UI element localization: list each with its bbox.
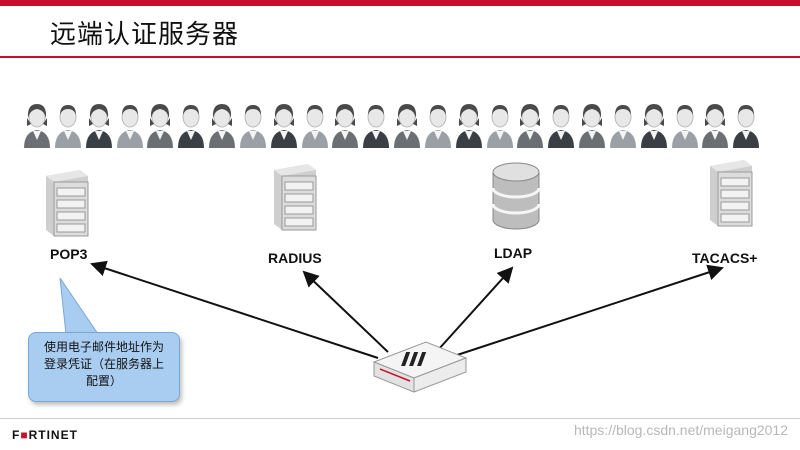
watermark-text: https://blog.csdn.net/meigang2012 bbox=[573, 422, 788, 438]
user-avatar-icon bbox=[117, 105, 143, 148]
user-avatar-icon bbox=[178, 105, 204, 148]
server-label-radius: RADIUS bbox=[268, 250, 322, 266]
title-divider bbox=[0, 56, 800, 58]
callout-text: 使用电子邮件地址作为 登录凭证（在服务器上 配置） bbox=[35, 339, 173, 390]
server-label-tacacs: TACACS+ bbox=[692, 250, 758, 266]
arrow-to-tacacs bbox=[447, 264, 724, 359]
slide-title: 远端认证服务器 bbox=[50, 20, 240, 50]
user-avatar-icon bbox=[610, 105, 636, 148]
user-avatar-icon bbox=[271, 104, 297, 148]
logo-square-icon: ■ bbox=[20, 428, 29, 442]
database-cylinder-icon bbox=[491, 162, 541, 230]
users-row bbox=[22, 100, 782, 148]
top-accent-bar bbox=[0, 0, 800, 6]
user-avatar-icon bbox=[240, 105, 266, 148]
user-avatar-icon bbox=[332, 104, 358, 148]
user-avatar-icon bbox=[641, 104, 667, 148]
server-label-pop3: POP3 bbox=[50, 246, 88, 262]
logo-text-a: F bbox=[12, 428, 21, 442]
footer-divider bbox=[0, 418, 800, 419]
fortinet-logo: F■RTINET bbox=[12, 428, 78, 442]
user-avatar-icon bbox=[517, 104, 543, 148]
user-avatar-icon bbox=[702, 104, 728, 148]
callout-line-3: 配置） bbox=[85, 374, 122, 388]
user-avatar-icon bbox=[147, 104, 173, 148]
server-label-ldap: LDAP bbox=[494, 245, 533, 261]
user-avatar-icon bbox=[209, 104, 235, 148]
user-avatar-icon bbox=[733, 105, 759, 148]
user-avatar-icon bbox=[425, 105, 451, 148]
note-callout: 使用电子邮件地址作为 登录凭证（在服务器上 配置） bbox=[28, 332, 180, 402]
user-avatar-icon bbox=[672, 105, 698, 148]
user-avatar-icon bbox=[456, 104, 482, 148]
user-avatar-icon bbox=[487, 105, 513, 148]
arrow-to-pop3 bbox=[90, 260, 379, 359]
fortigate-appliance-icon bbox=[372, 341, 468, 393]
user-avatar-icon bbox=[394, 104, 420, 148]
user-avatar-icon bbox=[302, 105, 328, 148]
user-avatar-icon bbox=[363, 105, 389, 148]
arrow-to-ldap bbox=[437, 266, 514, 351]
user-avatar-icon bbox=[579, 104, 605, 148]
server-tower-icon bbox=[710, 160, 753, 227]
user-avatar-icon bbox=[86, 104, 112, 148]
user-avatar-icon bbox=[55, 105, 81, 148]
server-tower-icon bbox=[46, 170, 89, 237]
server-tower-icon bbox=[274, 164, 317, 231]
callout-line-2: 登录凭证（在服务器上 bbox=[43, 357, 164, 371]
callout-pointer bbox=[59, 278, 99, 335]
user-avatar-icon bbox=[24, 104, 50, 148]
callout-line-1: 使用电子邮件地址作为 bbox=[43, 340, 164, 354]
arrow-to-radius bbox=[302, 270, 389, 353]
logo-text-b: RTINET bbox=[28, 428, 78, 442]
user-avatar-icon bbox=[548, 105, 574, 148]
